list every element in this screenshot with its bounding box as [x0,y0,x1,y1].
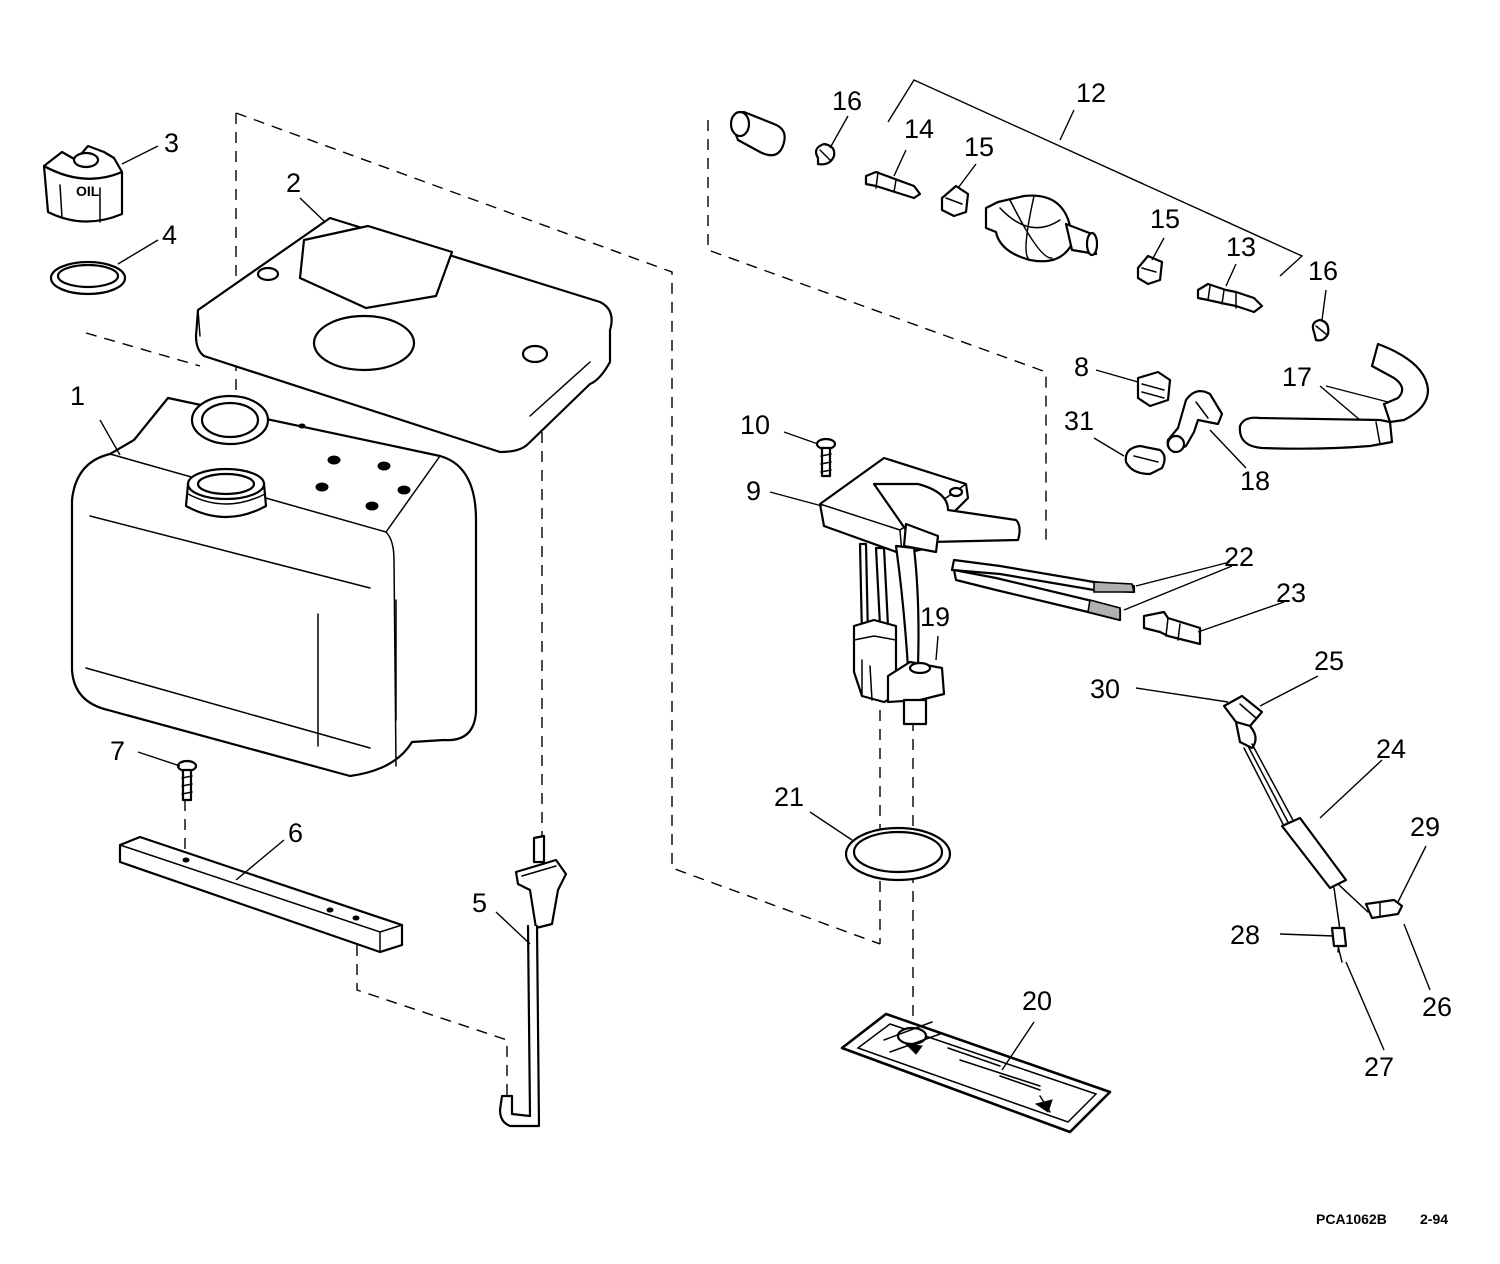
pickup-gasket [844,826,952,882]
decal [840,1012,1112,1134]
drawing-code: PCA1062B [1316,1211,1387,1227]
sender-wires [950,558,1136,622]
wire-harness [1243,743,1404,963]
callout-15-b: 15 [1150,204,1180,234]
callout-28: 28 [1230,920,1260,950]
fitting-13 [1196,282,1264,314]
callout-1: 1 [70,381,85,411]
callout-7: 7 [110,736,125,766]
callout-8: 8 [1074,352,1089,382]
callout-30: 30 [1090,674,1120,704]
callout-23: 23 [1276,578,1306,608]
callout-22: 22 [1224,542,1254,572]
callout-25: 25 [1314,646,1344,676]
callout-15-a: 15 [964,132,994,162]
callout-6: 6 [288,818,303,848]
hose-clamp-15a [940,184,970,218]
oil-pickup-assembly [818,456,1021,726]
drawing-footer: PCA1062B 2-94 [1316,1211,1448,1227]
callout-24: 24 [1376,734,1406,764]
clamp-31 [1124,444,1166,476]
grommet-25 [1222,694,1264,750]
drawing-date: 2-94 [1420,1211,1448,1227]
callout-29: 29 [1410,812,1440,842]
primer-bulb [984,194,1099,263]
oil-level-sender [498,834,568,1128]
callout-14: 14 [904,114,934,144]
pickup-screw [815,437,837,478]
callout-5: 5 [472,888,487,918]
mounting-bracket [118,835,404,954]
callout-26: 26 [1422,992,1452,1022]
oil-tank [70,394,478,778]
connector-23 [1142,610,1202,646]
callout-9: 9 [746,476,761,506]
callout-12: 12 [1076,78,1106,108]
fitting-14 [864,170,922,200]
callout-3: 3 [164,128,179,158]
callout-27: 27 [1364,1052,1394,1082]
hose-clip-small-2 [1311,318,1330,342]
hose-clip-small-1 [814,142,836,166]
cap-oil-text: OIL [76,183,100,199]
callout-19: 19 [920,602,950,632]
hose-connector-sleeve [729,110,786,157]
cap-gasket [49,260,127,296]
oil-cap: OIL [42,144,124,223]
callout-20: 20 [1022,986,1052,1016]
callout-labels: 1 2 3 4 5 6 7 8 9 10 12 13 14 15 15 16 1… [70,78,1452,1082]
callout-4: 4 [162,220,177,250]
hose-clamp-15b [1136,254,1164,286]
callout-16-a: 16 [832,86,862,116]
tank-cover [194,216,613,454]
callout-18: 18 [1240,466,1270,496]
clamp-18 [1166,389,1224,454]
clamp-8 [1136,370,1172,408]
callout-16-b: 16 [1308,256,1338,286]
callout-21: 21 [774,782,804,812]
callout-17: 17 [1282,362,1312,392]
fuel-hose [1238,342,1430,450]
leader-lines [99,79,1431,1071]
callout-10: 10 [740,410,770,440]
bracket-screw [176,759,198,802]
callout-2: 2 [286,168,301,198]
callout-31: 31 [1064,406,1094,436]
callout-13: 13 [1226,232,1256,262]
